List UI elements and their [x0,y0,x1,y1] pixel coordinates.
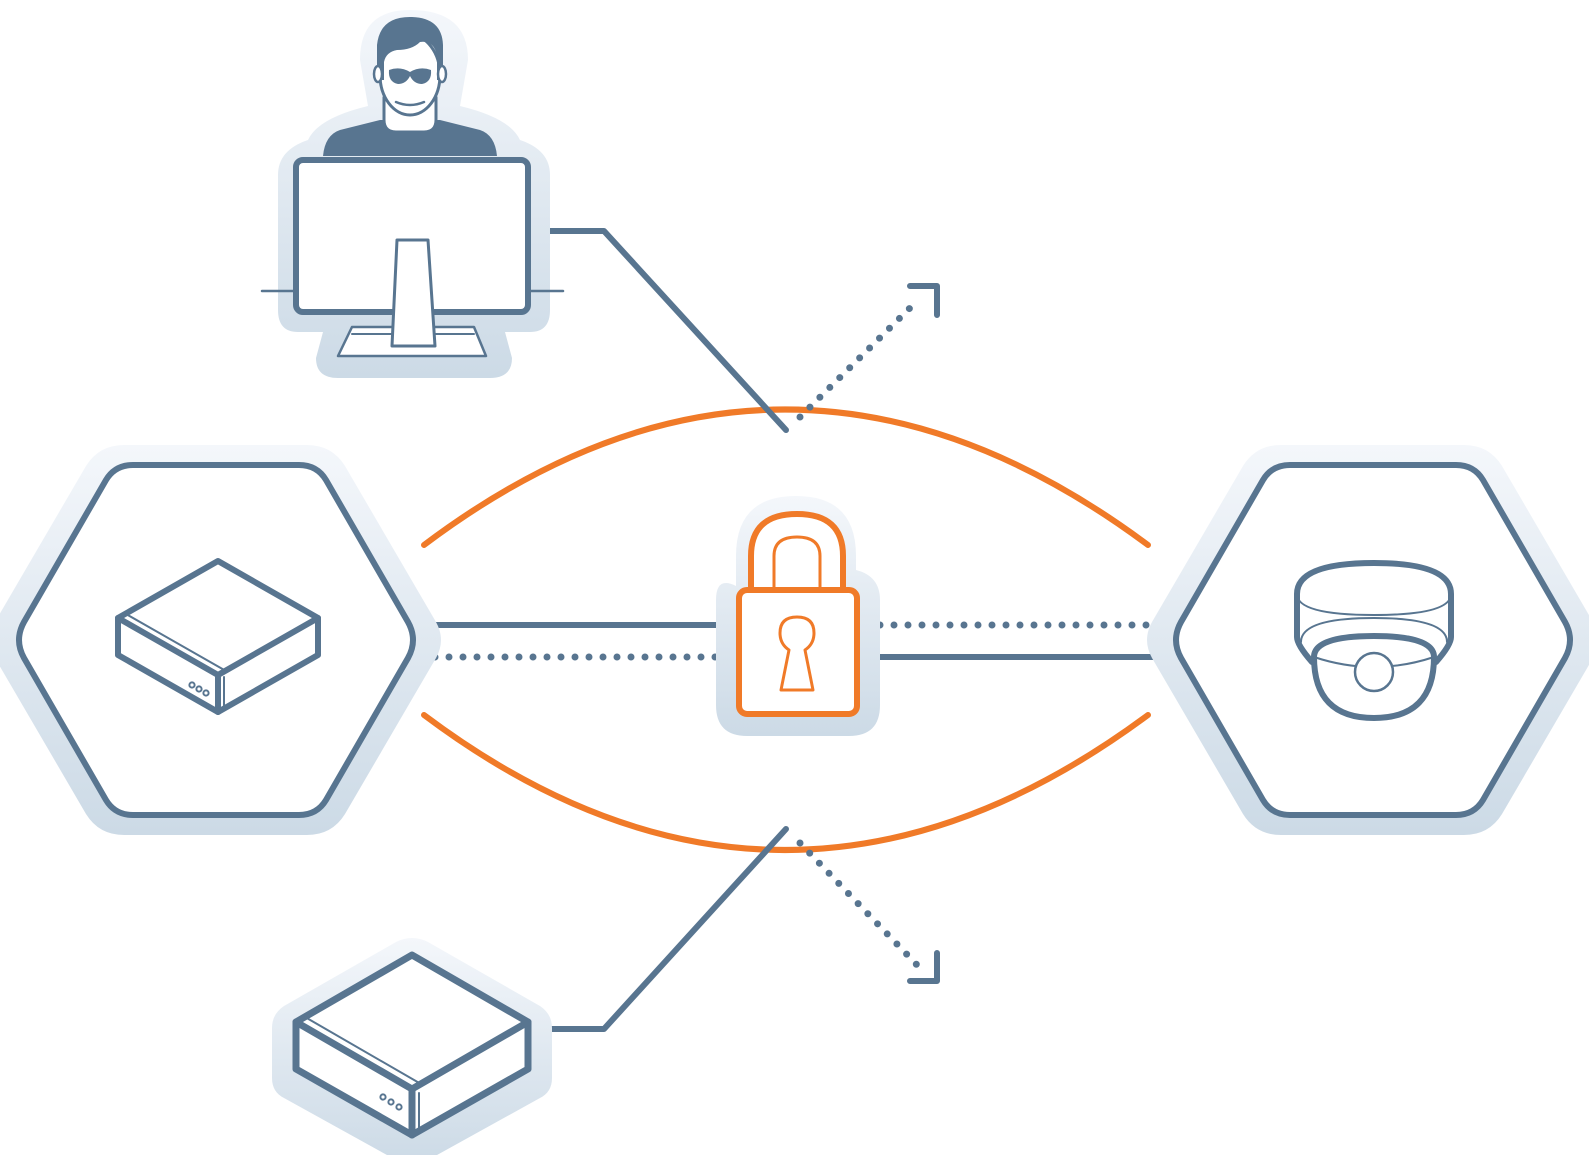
recorder-box-icon [115,558,321,715]
dotted-lines [430,296,1152,970]
tunnel-arc-top [421,406,1151,548]
network-box-icon [292,951,532,1139]
dotted-leak-down [796,839,922,970]
encryption-tunnel [421,406,1151,853]
viewer-tap-line [519,228,789,433]
recorder-node[interactable] [0,445,441,835]
dotted-leak-up [796,296,922,421]
padlock-node[interactable] [716,496,880,736]
camera-node[interactable] [1147,445,1589,835]
person-icon [323,16,497,156]
dome-camera-icon [1294,560,1454,721]
attacker-tap-line [519,826,789,1032]
tunnel-arc-bottom [421,712,1151,853]
monitor-icon [260,157,565,358]
attacker-device-node[interactable] [272,938,552,1155]
leak-arrow-up-head [907,283,940,318]
viewer-node[interactable] [260,10,565,378]
padlock-icon [736,511,860,717]
leak-arrow-down-head [907,950,940,984]
